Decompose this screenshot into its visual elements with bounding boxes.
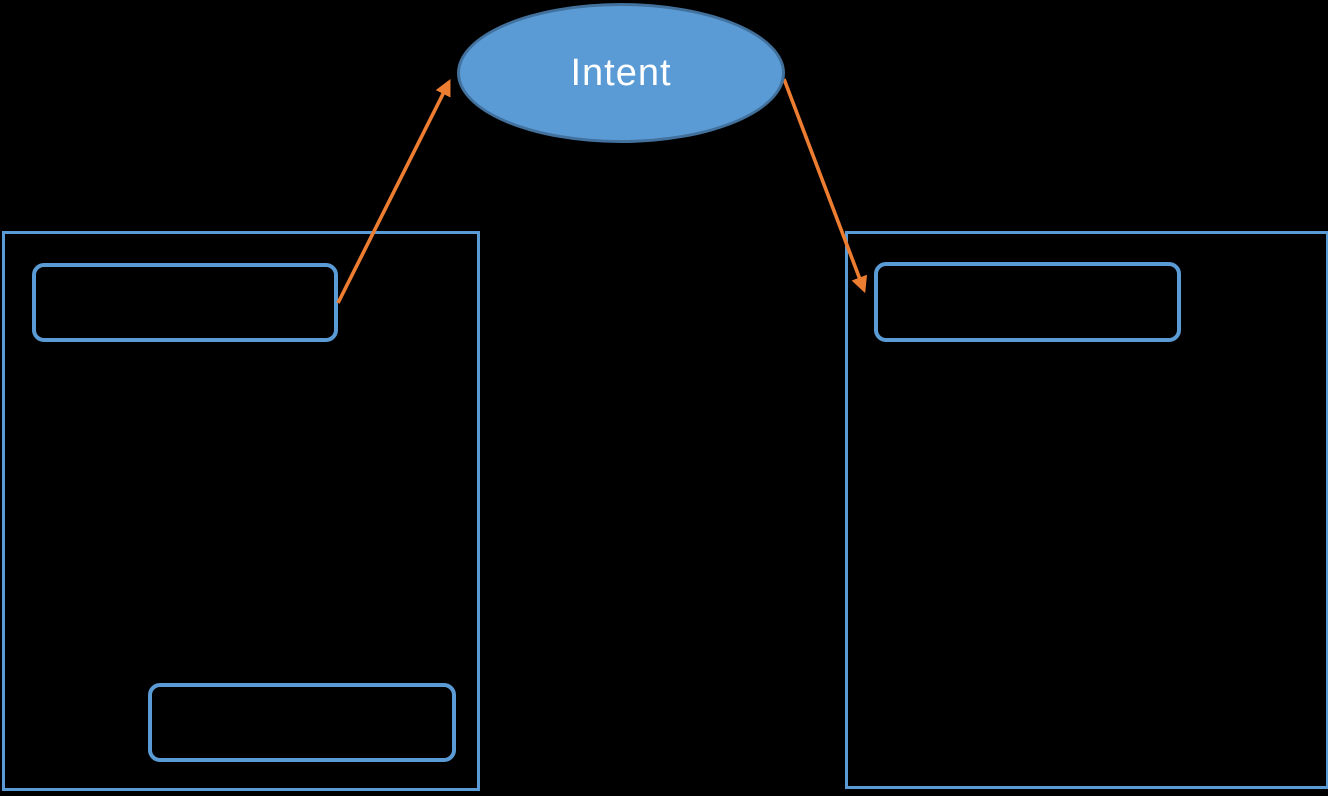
right-panel-rectangle (845, 231, 1328, 789)
intent-ellipse-node: Intent (457, 3, 785, 143)
intent-label: Intent (570, 51, 672, 94)
left-top-box (32, 263, 338, 342)
left-panel-rectangle (2, 231, 480, 791)
left-bottom-box (148, 683, 456, 762)
right-top-box (874, 262, 1181, 342)
